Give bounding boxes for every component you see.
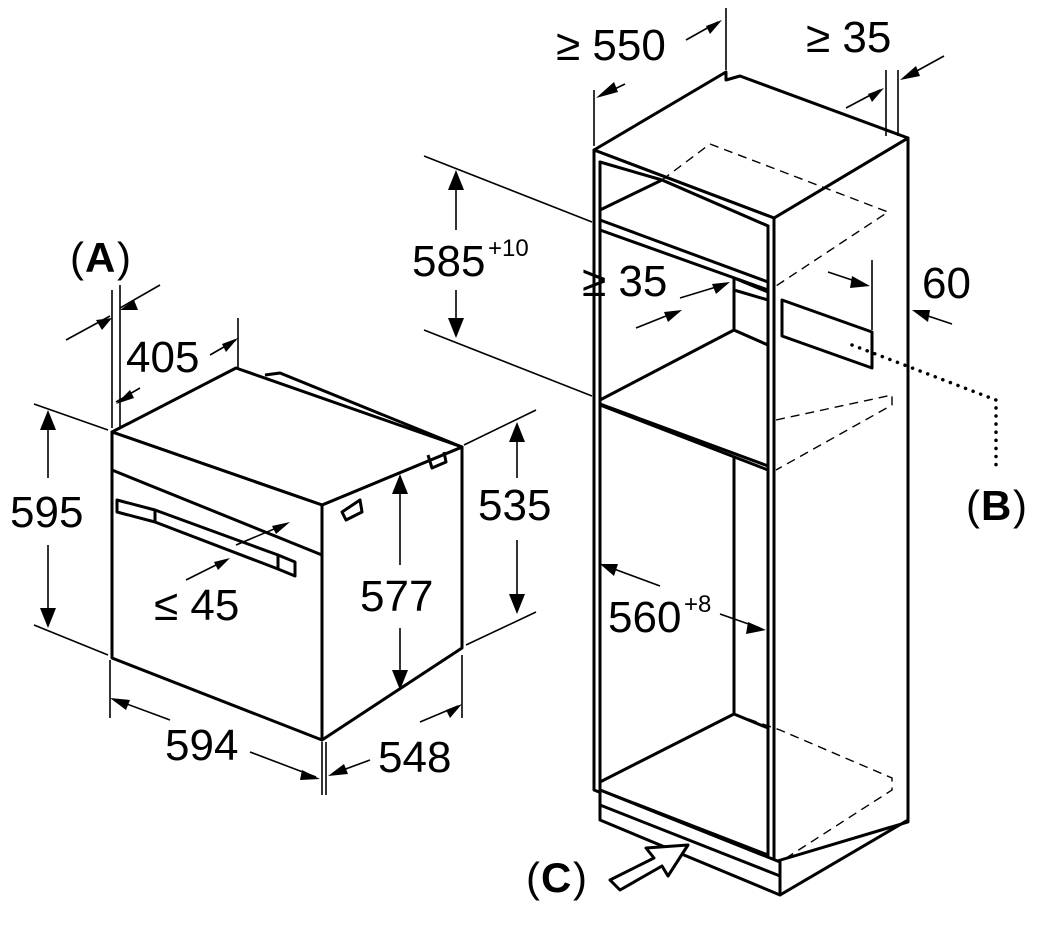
dim-550: ≥ 550 — [556, 21, 666, 70]
dim-60: 60 — [922, 259, 971, 308]
dim-35-mid: ≥ 35 — [582, 257, 667, 306]
label-c-open: ( — [526, 854, 540, 901]
dim-405: 405 — [126, 333, 199, 382]
dim-35-top: ≥ 35 — [806, 13, 891, 62]
dim-594: 594 — [165, 721, 238, 770]
label-a-open: ( — [70, 234, 84, 281]
dim-535: 535 — [478, 481, 551, 530]
dim-585: 585 — [412, 237, 485, 286]
oven-drawing — [33, 284, 537, 795]
cabinet-drawing — [423, 8, 998, 897]
dim-560: 560 — [608, 593, 681, 642]
dim-45: ≤ 45 — [154, 581, 239, 630]
label-b: B — [981, 482, 1011, 529]
dim-560-tolerance: +8 — [684, 591, 711, 618]
label-b-open: ( — [966, 482, 980, 529]
dim-595: 595 — [10, 488, 83, 537]
dim-548: 548 — [378, 733, 451, 782]
label-a-close: ) — [117, 234, 131, 281]
label-b-close: ) — [1013, 482, 1027, 529]
label-a: A — [85, 234, 115, 281]
label-c: C — [541, 854, 571, 901]
dim-577: 577 — [360, 572, 433, 621]
label-c-close: ) — [573, 854, 587, 901]
dim-585-tolerance: +10 — [488, 235, 529, 262]
